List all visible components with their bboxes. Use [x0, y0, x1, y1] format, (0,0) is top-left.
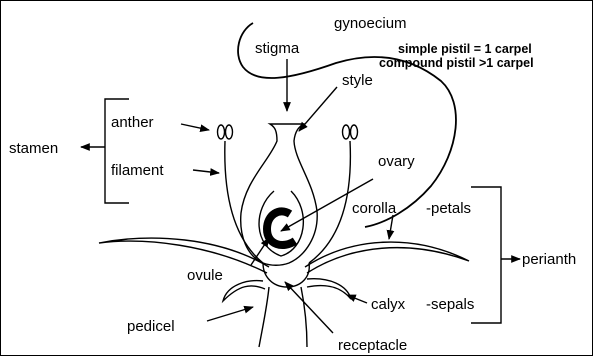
perianth-bracket: [471, 187, 501, 323]
sepals-label: -sepals: [426, 296, 474, 313]
ovule-shape: [267, 211, 295, 245]
style-arrow: [299, 87, 337, 131]
style-label: style: [342, 72, 373, 89]
petal-left: [99, 238, 269, 273]
pedicel-arrow: [207, 307, 253, 321]
petal-right: [305, 242, 469, 273]
sepal-left: [223, 281, 265, 301]
anther-arrow: [181, 124, 209, 130]
ovule-label: ovule: [187, 267, 223, 284]
sepal-right: [307, 279, 351, 299]
compound-pistil-label: compound pistil >1 carpel: [379, 56, 534, 70]
calyx-label: calyx: [371, 296, 406, 313]
receptacle-label: receptacle: [338, 337, 407, 354]
pedicel-label: pedicel: [127, 318, 175, 335]
pedicel-stem-left: [259, 287, 269, 347]
stigma-label: stigma: [255, 40, 300, 57]
anther-right: [343, 125, 358, 139]
stamen-label: stamen: [9, 140, 58, 157]
anther-left: [218, 125, 233, 139]
ovary-label: ovary: [378, 153, 415, 170]
petals-label: -petals: [426, 200, 471, 217]
filament-label: filament: [111, 162, 164, 179]
gynoecium-label: gynoecium: [334, 15, 407, 32]
perianth-label: perianth: [522, 251, 576, 268]
calyx-arrow: [347, 295, 367, 303]
corolla-label: corolla: [352, 200, 397, 217]
receptacle-arrow: [285, 282, 333, 333]
filament-arrow: [193, 170, 219, 173]
anther-label: anther: [111, 114, 154, 131]
simple-pistil-label: simple pistil = 1 carpel: [398, 42, 532, 56]
pedicel-stem-right: [301, 287, 307, 347]
